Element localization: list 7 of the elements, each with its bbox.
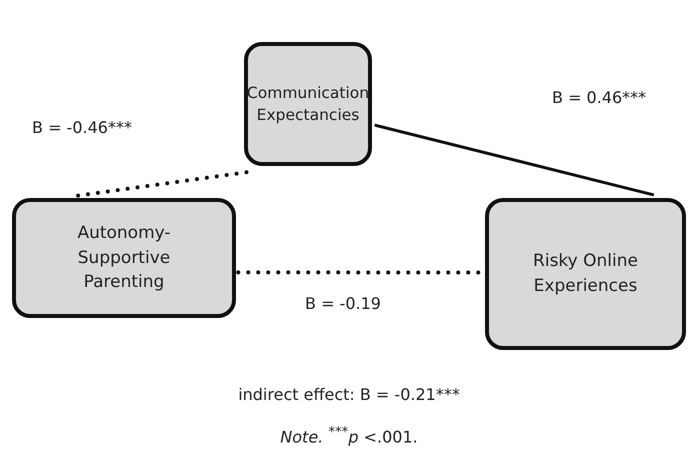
variable-name: Risky Online Experiences — [532, 250, 639, 298]
variable-name: Autonomy-Supportive Parenting — [76, 222, 172, 294]
variable-box — [244, 42, 372, 166]
path-line — [374, 124, 654, 196]
variable-box — [485, 198, 686, 350]
dotted-path-line — [76, 170, 249, 198]
variable-box — [12, 198, 236, 318]
